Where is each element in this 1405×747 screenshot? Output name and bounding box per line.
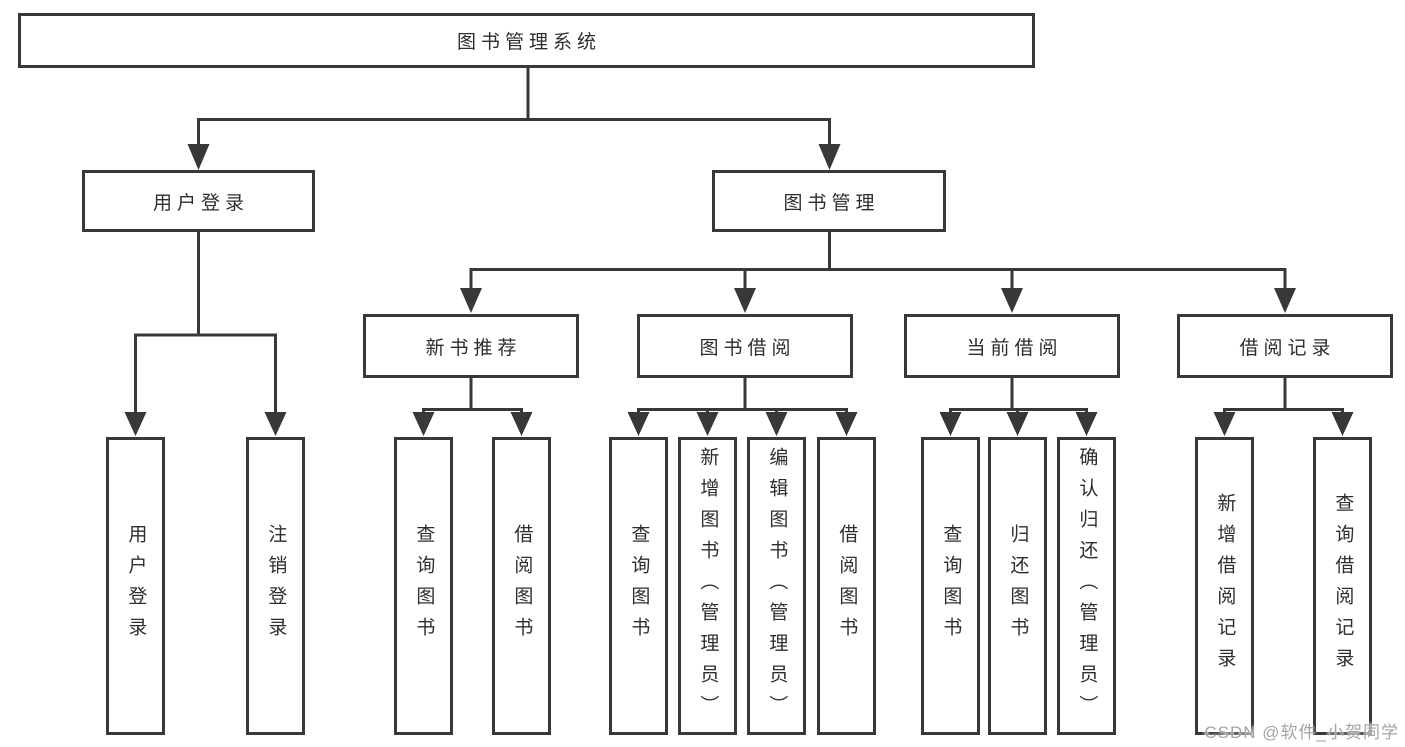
leaf-borrowing-add-books-admin: 新增图书（管理员）	[678, 437, 737, 735]
node-label: 借阅图书	[511, 524, 533, 648]
connector-user-login-branch	[134, 232, 277, 414]
node-label: 查询借阅记录	[1332, 493, 1354, 679]
node-label: 借阅记录	[1239, 337, 1336, 359]
node-label: 新增借阅记录	[1214, 493, 1236, 679]
node-label: 借阅图书	[836, 524, 858, 648]
node-label: 注销登录	[265, 524, 287, 648]
leaf-user-login: 用户登录	[106, 437, 165, 735]
node-label: 用户登录	[152, 192, 249, 214]
leaf-records-add-borrow-record: 新增借阅记录	[1195, 437, 1254, 735]
node-borrowing-records: 借阅记录	[1177, 314, 1393, 378]
leaf-current-query-books: 查询图书	[921, 437, 980, 735]
node-label: 图书管理系统	[456, 32, 601, 53]
node-label: 查询图书	[628, 524, 650, 648]
node-label: 图书管理	[783, 192, 880, 214]
node-label: 查询图书	[940, 524, 962, 648]
node-label: 新书推荐	[425, 337, 522, 359]
node-book-management-branch: 图书管理	[712, 170, 946, 232]
connector-current-borrowing-branch	[949, 378, 1088, 414]
node-book-borrowing: 图书借阅	[637, 314, 853, 378]
node-label: 编辑图书（管理员）	[766, 446, 788, 726]
node-user-login-branch: 用户登录	[82, 170, 315, 232]
node-label: 当前借阅	[966, 337, 1063, 359]
node-current-borrowing: 当前借阅	[904, 314, 1120, 378]
leaf-logout: 注销登录	[246, 437, 305, 735]
node-label: 归还图书	[1007, 524, 1029, 648]
node-label: 确认归还（管理员）	[1076, 446, 1098, 726]
leaf-borrowing-edit-books-admin: 编辑图书（管理员）	[747, 437, 806, 735]
connector-root-to-level2	[197, 68, 831, 146]
leaf-recommend-query-books: 查询图书	[394, 437, 453, 735]
leaf-recommend-borrow-books: 借阅图书	[492, 437, 551, 735]
connector-book-borrowing-branch	[637, 378, 848, 414]
leaf-current-return-books: 归还图书	[988, 437, 1047, 735]
node-label: 图书借阅	[699, 337, 796, 359]
node-label: 新增图书（管理员）	[697, 446, 719, 726]
leaf-records-query-borrow-record: 查询借阅记录	[1313, 437, 1372, 735]
leaf-borrowing-borrow-books: 借阅图书	[817, 437, 876, 735]
connector-borrowing-records-branch	[1223, 378, 1344, 414]
csdn-watermark: CSDN @软件_小贺同学	[1204, 723, 1399, 742]
node-new-book-recommendation: 新书推荐	[363, 314, 579, 378]
leaf-borrowing-query-books: 查询图书	[609, 437, 668, 735]
leaf-current-confirm-return-admin: 确认归还（管理员）	[1057, 437, 1116, 735]
node-label: 用户登录	[125, 524, 147, 648]
node-label: 查询图书	[413, 524, 435, 648]
connector-new-book-recommendation-branch	[422, 378, 523, 414]
arrowheads	[124, 144, 1354, 436]
node-root-library-management-system: 图书管理系统	[18, 13, 1035, 68]
connector-book-management-branch	[469, 232, 1287, 290]
